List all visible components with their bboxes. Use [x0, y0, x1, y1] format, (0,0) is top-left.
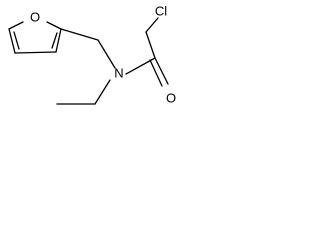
bond-furan-c2-o1 [8, 21, 24, 30]
furan-oxygen-label: O [30, 9, 40, 24]
bond-chloromethyl-to-chlorine [145, 17, 159, 33]
bond-furan-to-ch2 [60, 28, 99, 41]
bond-furan-o1-c5 [46, 21, 62, 30]
bond-carbonyl-c-o-inner [149, 59, 163, 87]
amide-nitrogen-label: N [114, 65, 123, 80]
chlorine-label: Cl [155, 3, 167, 18]
bond-furan-c2-c3-double [13, 31, 20, 50]
bond-furan-c4-c3 [14, 51, 57, 54]
bond-furan-c5-c4 [55, 28, 62, 53]
carbonyl-oxygen-label: O [166, 90, 176, 105]
bond-furan-c4-c5-double [51, 32, 58, 49]
bond-furan-c3-c2 [8, 28, 16, 54]
molecule-structure-diagram: O N Cl O [0, 0, 193, 121]
molecule-svg: O N Cl O [8, 3, 176, 105]
bond-carbonyl-carbon-to-chloromethyl [145, 31, 156, 59]
bond-carbonyl-c-o-outer [154, 57, 169, 85]
bond-ch2-to-nitrogen [97, 39, 116, 69]
bond-nitrogen-to-ethyl-ch2 [94, 79, 111, 105]
